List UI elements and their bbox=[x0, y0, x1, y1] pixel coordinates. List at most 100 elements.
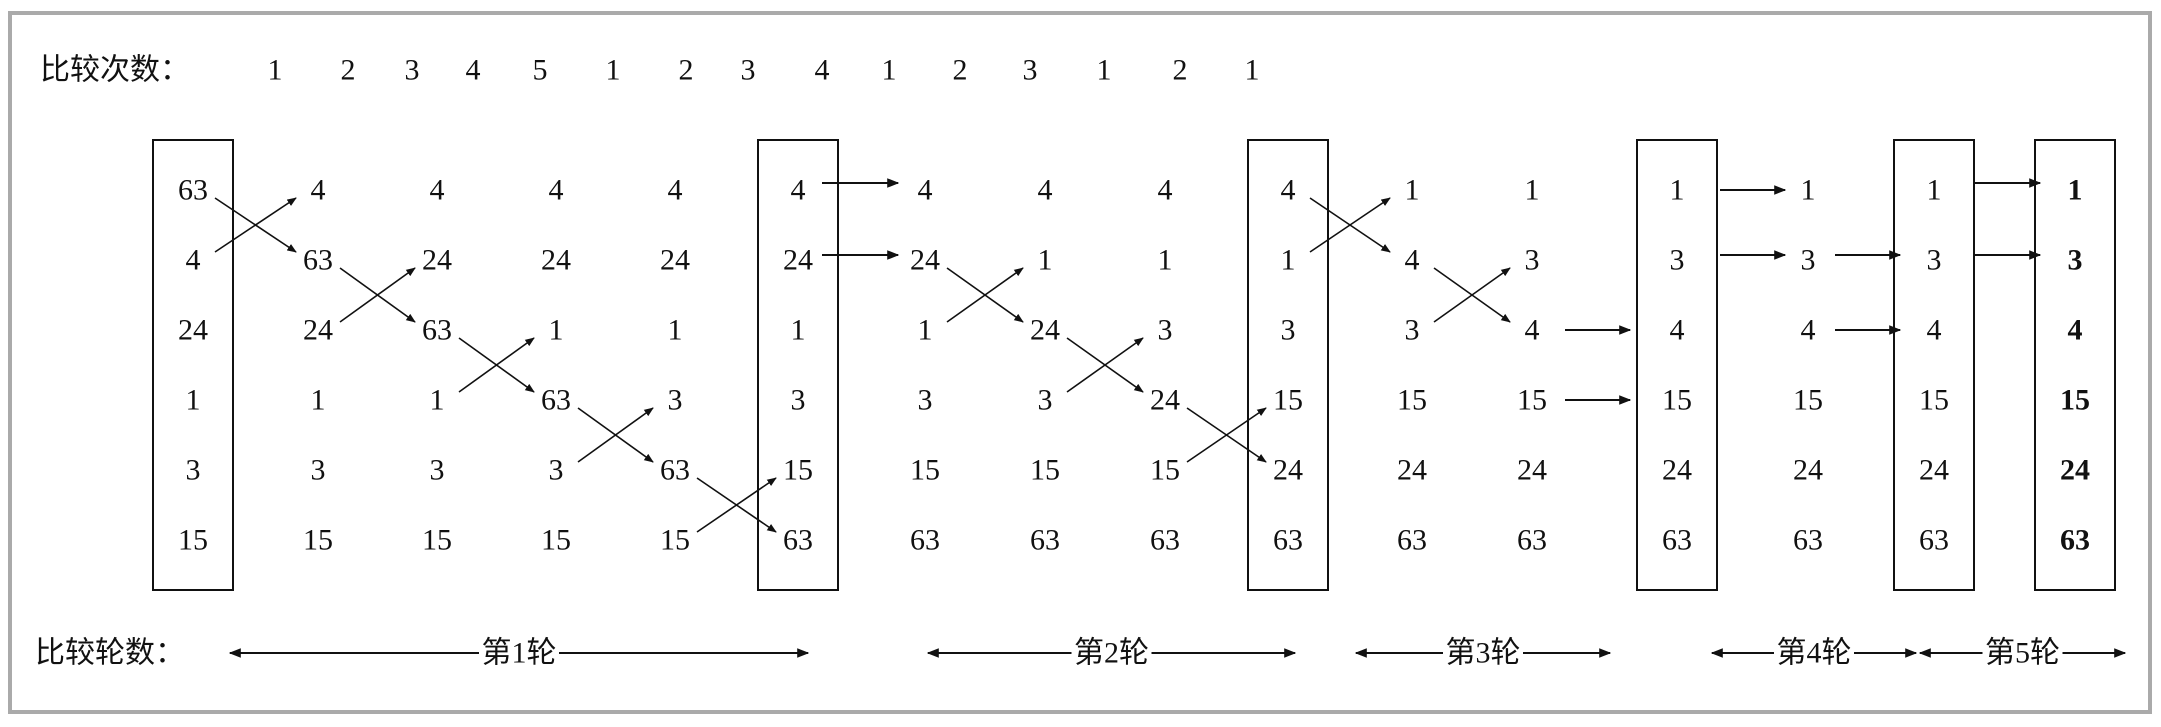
swap-markers bbox=[214, 197, 1511, 533]
round-result-boxes bbox=[152, 139, 2116, 591]
cell-c1-r3: 1 bbox=[311, 384, 326, 417]
cell-c11-r2: 4 bbox=[1525, 314, 1540, 347]
cell-c3-r2: 1 bbox=[549, 314, 564, 347]
cell-c11-r3: 15 bbox=[1517, 384, 1547, 417]
round-4: 第4轮 bbox=[1710, 637, 1918, 670]
cell-c5-r0: 4 bbox=[791, 174, 806, 207]
cell-c10-r3: 15 bbox=[1397, 384, 1427, 417]
cell-c16-r1: 3 bbox=[2068, 244, 2083, 277]
round-2: 第2轮 bbox=[926, 637, 1297, 670]
cell-c11-r4: 24 bbox=[1517, 454, 1547, 487]
cell-c12-r4: 24 bbox=[1662, 454, 1692, 487]
cell-c5-r1: 24 bbox=[783, 244, 813, 277]
cell-c1-r0: 4 bbox=[311, 174, 326, 207]
swap-marker bbox=[1186, 407, 1267, 463]
cell-c3-r3: 63 bbox=[541, 384, 571, 417]
cell-c2-r5: 15 bbox=[422, 524, 452, 557]
cell-c6-r2: 1 bbox=[918, 314, 933, 347]
cell-c8-r2: 3 bbox=[1158, 314, 1173, 347]
cell-c8-r3: 24 bbox=[1150, 384, 1180, 417]
cell-c7-r5: 63 bbox=[1030, 524, 1060, 557]
cell-c12-r3: 15 bbox=[1662, 384, 1692, 417]
cell-c7-r1: 1 bbox=[1038, 244, 1053, 277]
cell-c1-r4: 3 bbox=[311, 454, 326, 487]
compare-count-7: 2 bbox=[679, 54, 694, 87]
cell-c2-r4: 3 bbox=[430, 454, 445, 487]
cell-c11-r0: 1 bbox=[1525, 174, 1540, 207]
round-count-label: 比较轮数： bbox=[35, 637, 185, 670]
cell-c7-r0: 4 bbox=[1038, 174, 1053, 207]
cell-c5-r3: 3 bbox=[791, 384, 806, 417]
cell-c16-r3: 15 bbox=[2060, 384, 2090, 417]
cell-c4-r5: 15 bbox=[660, 524, 690, 557]
round-label-2: 第2轮 bbox=[1074, 637, 1149, 670]
cell-c0-r3: 1 bbox=[186, 384, 201, 417]
cell-c3-r1: 24 bbox=[541, 244, 571, 277]
cell-c15-r3: 15 bbox=[1919, 384, 1949, 417]
round-label-5: 第5轮 bbox=[1985, 637, 2060, 670]
compare-count-label: 比较次数： bbox=[40, 54, 190, 87]
compare-count-15: 1 bbox=[1245, 54, 1260, 87]
round-box bbox=[1893, 139, 1975, 591]
cell-c13-r4: 24 bbox=[1793, 454, 1823, 487]
cell-c10-r2: 3 bbox=[1405, 314, 1420, 347]
compare-count-2: 2 bbox=[341, 54, 356, 87]
swap-marker bbox=[458, 337, 535, 393]
cell-c0-r4: 3 bbox=[186, 454, 201, 487]
cell-c10-r4: 24 bbox=[1397, 454, 1427, 487]
cell-c5-r4: 15 bbox=[783, 454, 813, 487]
compare-count-14: 2 bbox=[1173, 54, 1188, 87]
cell-c9-r1: 1 bbox=[1281, 244, 1296, 277]
round-box bbox=[1247, 139, 1329, 591]
compare-count-12: 3 bbox=[1023, 54, 1038, 87]
cell-c8-r4: 15 bbox=[1150, 454, 1180, 487]
cell-c13-r3: 15 bbox=[1793, 384, 1823, 417]
cell-c11-r1: 3 bbox=[1525, 244, 1540, 277]
round-3: 第3轮 bbox=[1354, 637, 1612, 670]
cell-c8-r5: 63 bbox=[1150, 524, 1180, 557]
compare-count-8: 3 bbox=[741, 54, 756, 87]
cell-c3-r5: 15 bbox=[541, 524, 571, 557]
cell-c15-r0: 1 bbox=[1927, 174, 1942, 207]
swap-marker bbox=[577, 407, 654, 463]
cell-c9-r5: 63 bbox=[1273, 524, 1303, 557]
cell-c16-r2: 4 bbox=[2068, 314, 2083, 347]
cell-c0-r0: 63 bbox=[178, 174, 208, 207]
round-box bbox=[757, 139, 839, 591]
cell-c2-r3: 1 bbox=[430, 384, 445, 417]
cell-c12-r1: 3 bbox=[1670, 244, 1685, 277]
swap-marker bbox=[1433, 267, 1511, 323]
swap-marker bbox=[946, 267, 1024, 323]
number-grid: 63 4 24 1 3 15 4 63 24 1 3 15 4 24 63 1 3 15 4 24 1 63 3 15 4 24 1… bbox=[178, 174, 2090, 557]
compare-count-11: 2 bbox=[953, 54, 968, 87]
cell-c13-r1: 3 bbox=[1801, 244, 1816, 277]
cell-c6-r5: 63 bbox=[910, 524, 940, 557]
cell-c6-r4: 15 bbox=[910, 454, 940, 487]
cell-c12-r5: 63 bbox=[1662, 524, 1692, 557]
cell-c16-r5: 63 bbox=[2060, 524, 2090, 557]
cell-c13-r5: 63 bbox=[1793, 524, 1823, 557]
cell-c10-r0: 1 bbox=[1405, 174, 1420, 207]
cell-c8-r0: 4 bbox=[1158, 174, 1173, 207]
cell-c10-r5: 63 bbox=[1397, 524, 1427, 557]
cell-c6-r1: 24 bbox=[910, 244, 940, 277]
compare-count-9: 4 bbox=[815, 54, 830, 87]
cell-c9-r4: 24 bbox=[1273, 454, 1303, 487]
swap-marker bbox=[696, 477, 777, 533]
carry-arrows bbox=[822, 178, 2042, 405]
compare-count-6: 1 bbox=[606, 54, 621, 87]
cell-c4-r4: 63 bbox=[660, 454, 690, 487]
cell-c15-r1: 3 bbox=[1927, 244, 1942, 277]
compare-count-4: 4 bbox=[466, 54, 481, 87]
cell-c13-r0: 1 bbox=[1801, 174, 1816, 207]
cell-c9-r2: 3 bbox=[1281, 314, 1296, 347]
cell-c15-r4: 24 bbox=[1919, 454, 1949, 487]
compare-count-1: 1 bbox=[268, 54, 283, 87]
swap-marker bbox=[214, 197, 297, 253]
cell-c15-r5: 63 bbox=[1919, 524, 1949, 557]
compare-count-5: 5 bbox=[533, 54, 548, 87]
swap-marker bbox=[1066, 337, 1144, 393]
cell-c5-r5: 63 bbox=[783, 524, 813, 557]
round-label-3: 第3轮 bbox=[1446, 637, 1521, 670]
